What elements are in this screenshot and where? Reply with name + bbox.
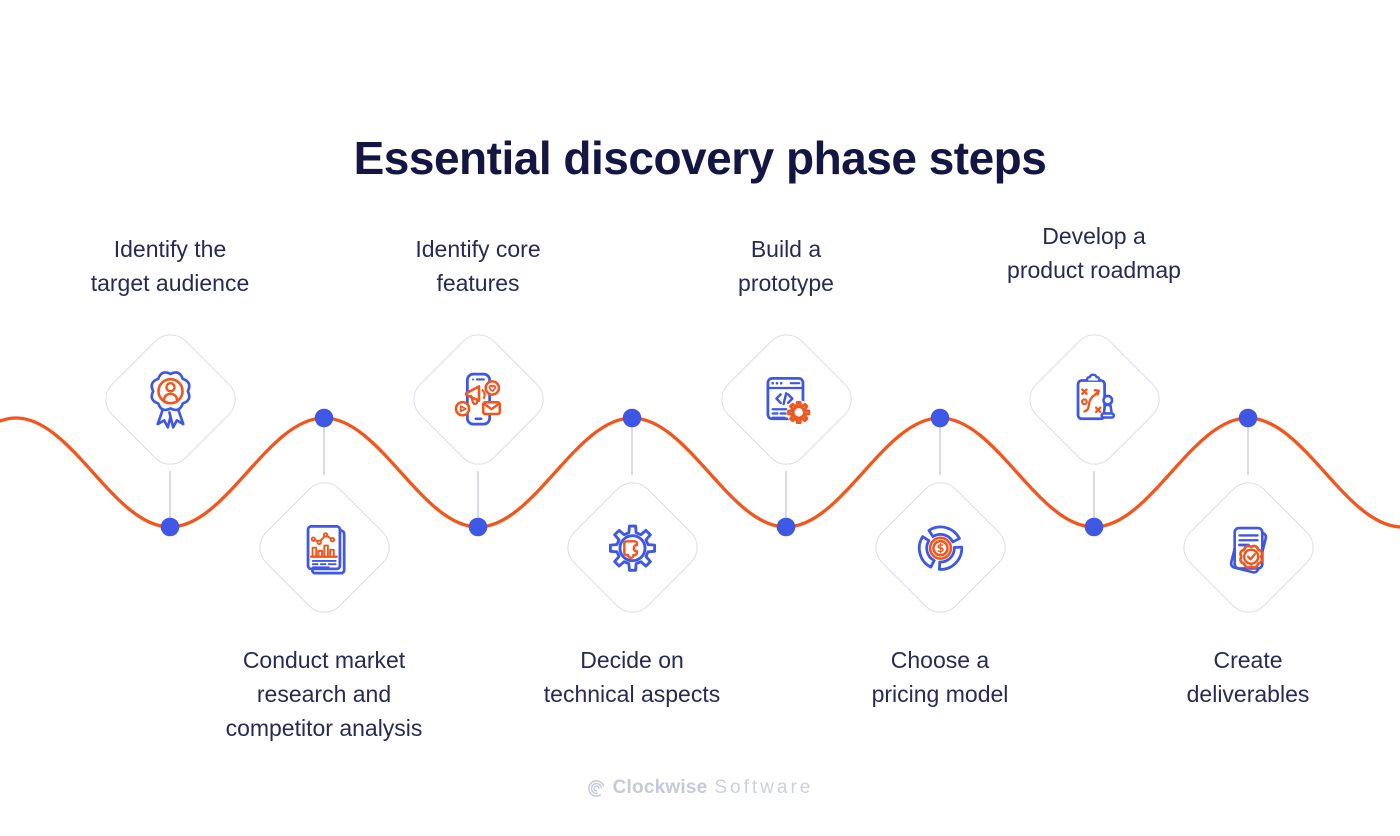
timeline-node [776, 517, 796, 537]
page-title: Essential discovery phase steps [353, 131, 1047, 184]
timeline-node [160, 517, 180, 537]
mobile-marketing-icon [454, 372, 502, 425]
step-label-8: Create deliverables [1186, 647, 1310, 707]
step-label-6: Choose a pricing model [871, 647, 1009, 707]
step-label-2: Conduct market research and competitor a… [225, 647, 423, 741]
step-diamond-6: $ [866, 473, 1015, 622]
gear-puzzle-icon [608, 523, 657, 572]
timeline-node [468, 517, 488, 537]
step-diamond-4 [558, 473, 707, 622]
brand-name-bold: Clockwise [612, 777, 708, 798]
browser-code-icon [766, 376, 811, 424]
step-label-4: Decide on technical aspects [543, 647, 721, 707]
step-diamond-1 [96, 325, 245, 474]
footer-logo: Clockwise Software [0, 777, 1400, 799]
step-label-7: Develop a product roadmap [1007, 223, 1181, 283]
timeline-node [622, 408, 642, 428]
step-label-5: Build a prototype [738, 236, 834, 296]
timeline-node [930, 408, 950, 428]
step-diamond-5 [712, 325, 861, 474]
brand-name-light: Software [714, 777, 814, 798]
svg-text:$: $ [937, 542, 945, 555]
timeline-wave [0, 416, 1400, 529]
step-label-1: Identify the target audience [90, 236, 250, 296]
step-diamond-3 [404, 325, 553, 474]
timeline-node [314, 408, 334, 428]
strategy-clipboard-icon [1076, 372, 1116, 420]
clockwise-logo-icon [587, 779, 605, 797]
step-diamond-2 [250, 473, 399, 622]
step-diamond-7 [1020, 325, 1169, 474]
pricing-donut-icon: $ [917, 524, 964, 571]
timeline-node [1084, 517, 1104, 537]
step-diamond-8 [1174, 473, 1323, 622]
step-label-3: Identify core features [415, 236, 541, 296]
timeline-node [1238, 408, 1258, 428]
market-report-icon [306, 524, 346, 574]
award-badge-icon [150, 370, 191, 428]
approved-document-icon [1229, 525, 1268, 573]
